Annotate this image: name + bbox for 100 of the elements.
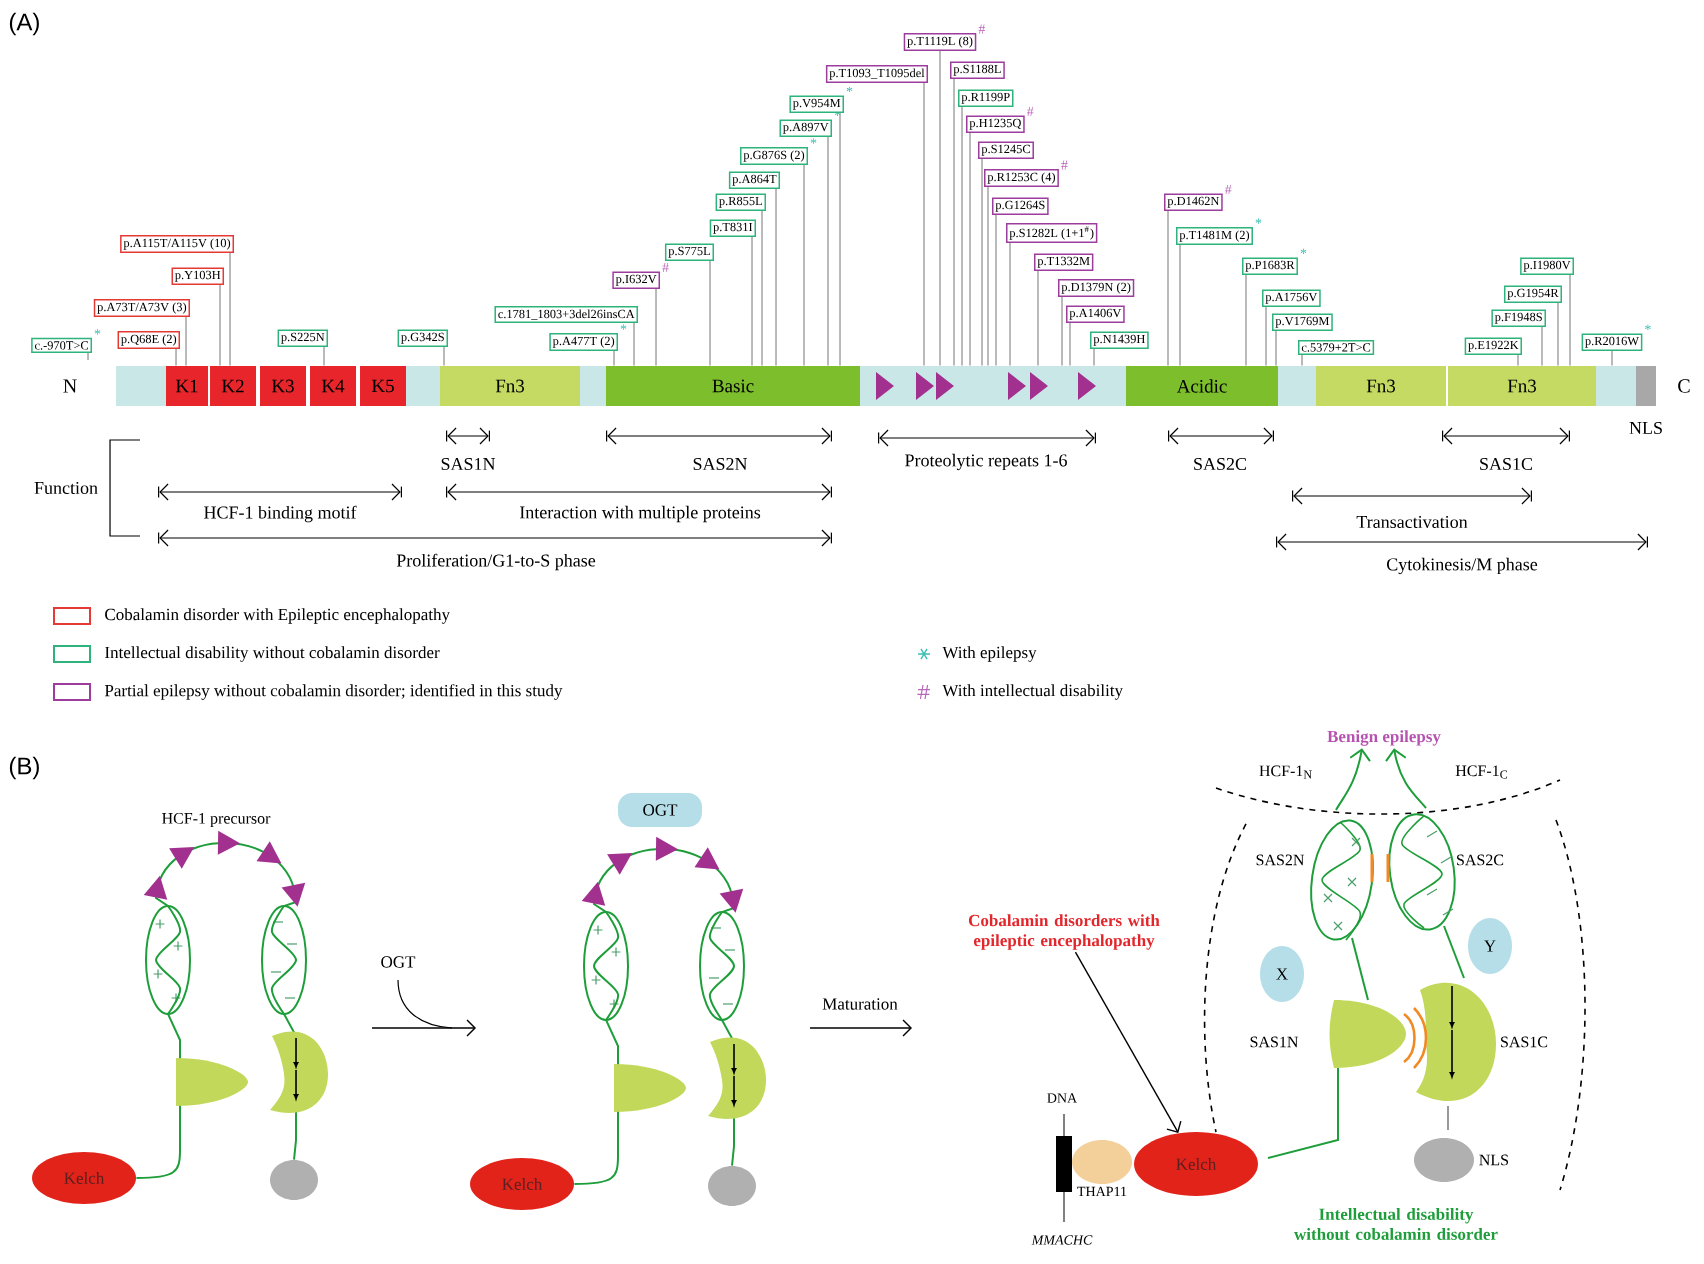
protein-bar xyxy=(116,366,166,406)
leader-line xyxy=(1611,350,1613,367)
repeat-region xyxy=(860,366,1126,406)
leader-line xyxy=(633,322,635,367)
legend-text: Partial epilepsy without cobalamin disorder; identified in this study xyxy=(104,684,563,700)
arrow xyxy=(1074,951,1182,1133)
leader-line xyxy=(219,284,221,367)
leader-line xyxy=(953,78,955,367)
leader-line xyxy=(185,316,187,367)
leader-line xyxy=(923,82,925,367)
range-label: HCF-1 binding motif xyxy=(204,505,357,523)
arrow xyxy=(1385,748,1427,809)
legend-text: Cobalamin disorder with Epileptic encephalopathy xyxy=(105,608,450,624)
leader-line xyxy=(1093,348,1095,367)
range-label: Transactivation xyxy=(1356,515,1468,529)
leader-line xyxy=(961,106,963,367)
legend-text: With epilepsy xyxy=(942,646,1037,662)
leader-line xyxy=(1179,244,1181,367)
region-label: Proteolytic repeats 1-6 xyxy=(905,453,1067,471)
leader-line xyxy=(761,210,763,367)
range-label: Cytokinesis/M phase xyxy=(1387,557,1538,575)
protein-bar xyxy=(1278,366,1316,406)
region-label: SAS2N xyxy=(693,457,748,471)
nls-domain: NLS xyxy=(1414,1138,1509,1182)
leader-line xyxy=(655,288,657,367)
phenotype-label: Intellectual disability without cobalamin disorder xyxy=(1294,1208,1498,1240)
leader-line xyxy=(1037,270,1039,367)
domain-block: Fn3 xyxy=(1316,366,1446,406)
leader-line xyxy=(1301,354,1303,367)
arrow-label: Maturation xyxy=(822,998,898,1010)
function-label: Function xyxy=(34,481,98,495)
leader-line xyxy=(995,214,997,367)
fragment-label: HCF-1$_{N}$ xyxy=(1259,765,1312,779)
arrow-label: OGT xyxy=(381,956,416,968)
domain-label: SAS2C xyxy=(1457,854,1504,866)
range-label: Proliferation/G1-to-S phase xyxy=(396,553,596,571)
drawing-title: HCF-1 precursor xyxy=(162,813,271,827)
leader-line xyxy=(1275,330,1277,367)
leader-line xyxy=(751,236,753,367)
leader-line xyxy=(939,50,941,367)
domain-block: Acidic xyxy=(1126,366,1278,406)
domain-block: K1 xyxy=(166,366,208,406)
protein-bar xyxy=(406,366,440,406)
arrow xyxy=(1335,748,1371,811)
leader-line xyxy=(1541,326,1543,367)
leader-line xyxy=(1557,302,1559,367)
region-label: NLS xyxy=(1629,421,1662,435)
leader-line xyxy=(1517,354,1519,367)
leader-line xyxy=(1061,296,1063,367)
kelch-domain: Kelch xyxy=(470,1158,574,1210)
domain-block: Fn3 xyxy=(1448,366,1596,406)
leader-line xyxy=(827,136,829,367)
leader-line xyxy=(613,350,615,367)
domain-block: Basic xyxy=(606,366,860,406)
domain-block: K3 xyxy=(260,366,306,406)
domain-block: K4 xyxy=(310,366,356,406)
leader-line xyxy=(443,346,445,367)
terminus-label: N xyxy=(63,379,77,393)
nls-domain xyxy=(708,1166,756,1206)
leader-line xyxy=(1069,322,1071,367)
terminus-label: C xyxy=(1678,379,1690,393)
domain-label: SAS2N xyxy=(1256,854,1305,866)
leader-line xyxy=(709,260,711,367)
domain-block: K2 xyxy=(210,366,256,406)
leader-line xyxy=(969,132,971,367)
phenotype-label: Benign epilepsy xyxy=(1327,730,1441,746)
legend-text: Intellectual disability without cobalamin disorder xyxy=(105,646,440,662)
protein-bar xyxy=(1596,366,1636,406)
node-label: K1 xyxy=(175,379,198,393)
leader-line xyxy=(775,188,777,367)
leader-line xyxy=(987,186,989,367)
legend-text: With intellectual disability xyxy=(942,684,1123,700)
leader-line xyxy=(981,158,983,367)
rounded-box: OGT xyxy=(618,793,702,827)
phenotype-label: Cobalamin disorders with epileptic encephalopathy xyxy=(968,914,1160,950)
node-label: K2 xyxy=(221,379,244,393)
kelch-domain: Kelch xyxy=(32,1152,136,1204)
fragment-label: HCF-1$_{C}$ xyxy=(1455,765,1508,779)
domain-label: SAS1N xyxy=(1250,1036,1299,1048)
region-label: SAS2C xyxy=(1194,457,1246,471)
panel-label: (A) xyxy=(9,12,39,36)
leader-line xyxy=(1167,210,1169,367)
node-label: NLS xyxy=(1479,1154,1509,1166)
kelch-domain: Kelch xyxy=(1134,1132,1258,1196)
leader-line xyxy=(839,112,841,367)
region-label: SAS1C xyxy=(1480,457,1532,471)
domain-block: K5 xyxy=(360,366,406,406)
leader-line xyxy=(323,346,325,367)
panel-label: (B) xyxy=(9,756,39,780)
leader-line xyxy=(1569,274,1571,367)
domain-label: SAS1C xyxy=(1501,1036,1548,1048)
region-label: SAS1N xyxy=(441,457,496,471)
nls-block xyxy=(1636,366,1656,406)
domain-block: Fn3 xyxy=(440,366,580,406)
protein-bar xyxy=(580,366,606,406)
node-label: Fn3 xyxy=(1507,379,1537,393)
leader-line xyxy=(1009,242,1011,367)
leader-line xyxy=(1245,274,1247,367)
nls-domain xyxy=(270,1160,318,1200)
leader-line xyxy=(229,252,231,367)
